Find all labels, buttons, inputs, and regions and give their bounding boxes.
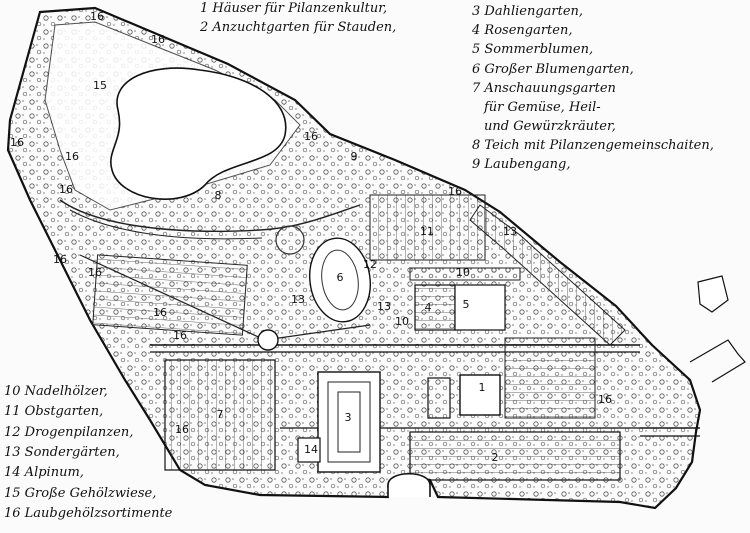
conifers-10-strip <box>409 267 521 281</box>
map-label-5: 5 <box>463 298 470 311</box>
map-label-16d: 16 <box>65 150 79 163</box>
legend-item-3: 3 Dahliengarten, <box>472 4 584 19</box>
legend-item-4: 4 Rosengarten, <box>472 23 573 38</box>
map-label-15: 15 <box>93 79 107 92</box>
map-label-10a: 10 <box>456 266 470 279</box>
roundel <box>257 329 279 351</box>
map-label-16g: 16 <box>153 306 167 319</box>
map-label-16a: 16 <box>90 10 104 23</box>
legend-item-7: 7 Anschauungsgarten <box>472 81 616 96</box>
map-label-16k: 16 <box>448 185 462 198</box>
map-label-16j: 16 <box>304 130 318 143</box>
east-building <box>697 275 729 313</box>
rose-garden-4 <box>414 284 456 331</box>
map-label-10b: 10 <box>395 315 409 328</box>
houses-1-wing <box>427 377 451 419</box>
legend-item-11: 11 Obstgarten, <box>4 404 104 419</box>
legend-item-16: 16 Laubgehölzsortimente <box>4 506 173 521</box>
special-gardens-13-ne <box>469 204 626 346</box>
map-label-16h: 16 <box>173 329 187 342</box>
legend-item-1: 1 Häuser für Pilanzenkultur, <box>200 1 388 16</box>
legend-item-12: 12 Drogenpilanzen, <box>4 425 134 440</box>
nursery-2 <box>409 431 621 481</box>
legend-item-9: 9 Laubengang, <box>472 157 571 172</box>
orchard-11 <box>369 194 486 261</box>
dahlia-garden-3-inner <box>327 381 371 463</box>
map-label-6: 6 <box>337 271 344 284</box>
legend-item-2: 2 Anzuchtgarten für Stauden, <box>200 20 397 35</box>
map-label-13a: 13 <box>291 293 305 306</box>
map-label-8: 8 <box>215 189 222 202</box>
legend-item-7-cont1: für Gemüse, Heil- <box>484 100 601 115</box>
path-west-curve-2 <box>69 209 263 240</box>
map-label-14: 14 <box>304 443 318 456</box>
demo-garden-7 <box>164 359 276 471</box>
dahlia-garden-3-inner2 <box>337 391 361 453</box>
greenhouses-grid <box>504 337 596 419</box>
flower-garden-6-inner <box>321 249 359 311</box>
legend-item-13: 13 Sondergärten, <box>4 445 120 460</box>
map-label-3: 3 <box>345 411 352 424</box>
legend-item-15: 15 Große Gehölzwiese, <box>4 486 157 501</box>
legend-item-14: 14 Alpinum, <box>4 465 84 480</box>
map-label-16l: 16 <box>598 393 612 406</box>
rondel-small <box>275 225 305 255</box>
map-label-2: 2 <box>492 451 499 464</box>
legend-item-8: 8 Teich mit Pilanzengemeinschaiten, <box>472 138 714 153</box>
map-label-16i: 16 <box>175 423 189 436</box>
map-label-13c: 13 <box>503 225 517 238</box>
pond-8 <box>110 67 287 200</box>
map-label-9: 9 <box>351 150 358 163</box>
map-label-7: 7 <box>217 408 224 421</box>
map-label-16b: 16 <box>151 33 165 46</box>
map-label-4: 4 <box>425 301 432 314</box>
alpinum-14 <box>297 437 321 463</box>
map-label-16e: 16 <box>59 183 73 196</box>
map-label-11: 11 <box>420 225 434 238</box>
map-label-1: 1 <box>479 381 486 394</box>
east-pier <box>689 339 746 383</box>
map-label-16m: 16 <box>53 253 67 266</box>
houses-1 <box>459 374 501 416</box>
map-label-16c: 16 <box>10 136 24 149</box>
legend-item-5: 5 Sommerblumen, <box>472 42 594 57</box>
woody-16-west <box>92 254 248 336</box>
map-label-12: 12 <box>363 258 377 271</box>
legend-item-10: 10 Nadelhölzer, <box>4 384 108 399</box>
path-west-curve <box>59 199 361 232</box>
legend-item-6: 6 Großer Blumengarten, <box>472 62 634 77</box>
legend-item-7-cont2: und Gewürzkräuter, <box>484 119 616 134</box>
main-gate <box>387 473 431 497</box>
map-label-13b: 13 <box>377 300 391 313</box>
map-label-16f: 16 <box>88 266 102 279</box>
summer-flowers-5 <box>454 284 506 331</box>
